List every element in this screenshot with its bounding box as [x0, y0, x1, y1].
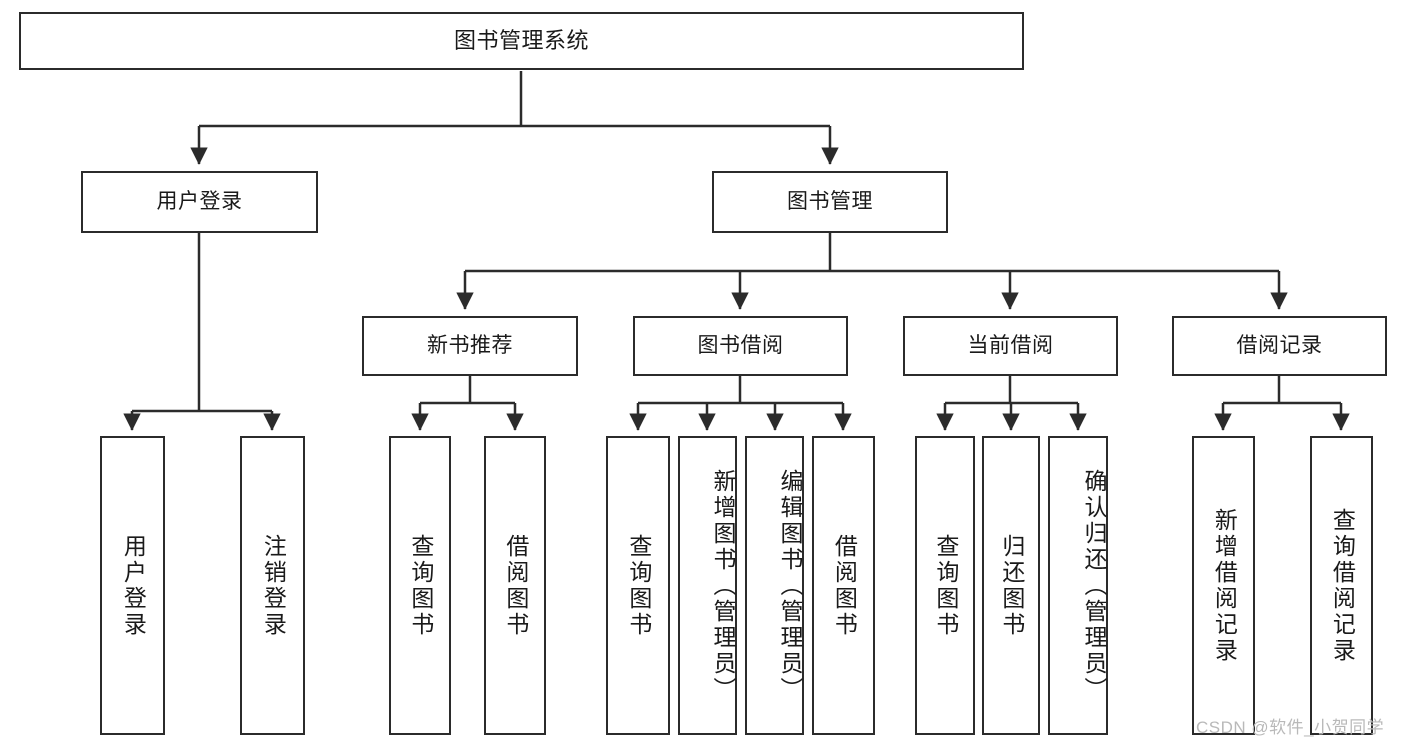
node-leaf-edit-book[interactable]: 编辑图书（管理员） [745, 436, 804, 735]
node-leaf-user-logout[interactable]: 注销登录 [240, 436, 305, 735]
node-leaf-borrow-book[interactable]: 借阅图书 [812, 436, 875, 735]
node-new-book-recommend[interactable]: 新书推荐 [362, 316, 578, 376]
node-leaf-add-book[interactable]: 新增图书（管理员） [678, 436, 737, 735]
node-book-borrow[interactable]: 图书借阅 [633, 316, 848, 376]
node-leaf-confirm-return[interactable]: 确认归还（管理员） [1048, 436, 1108, 735]
node-leaf-add-borrow-record[interactable]: 新增借阅记录 [1192, 436, 1255, 735]
node-user-login[interactable]: 用户登录 [81, 171, 318, 233]
node-leaf-query-book-recommend[interactable]: 查询图书 [389, 436, 451, 735]
node-leaf-query-book-borrow[interactable]: 查询图书 [606, 436, 670, 735]
node-leaf-query-borrow-record[interactable]: 查询借阅记录 [1310, 436, 1373, 735]
node-leaf-query-book-current[interactable]: 查询图书 [915, 436, 975, 735]
node-current-borrow[interactable]: 当前借阅 [903, 316, 1118, 376]
node-root-system[interactable]: 图书管理系统 [19, 12, 1024, 70]
node-leaf-borrow-book-recommend[interactable]: 借阅图书 [484, 436, 546, 735]
node-borrow-record[interactable]: 借阅记录 [1172, 316, 1387, 376]
node-book-manage[interactable]: 图书管理 [712, 171, 948, 233]
node-leaf-user-login[interactable]: 用户登录 [100, 436, 165, 735]
node-leaf-return-book[interactable]: 归还图书 [982, 436, 1040, 735]
